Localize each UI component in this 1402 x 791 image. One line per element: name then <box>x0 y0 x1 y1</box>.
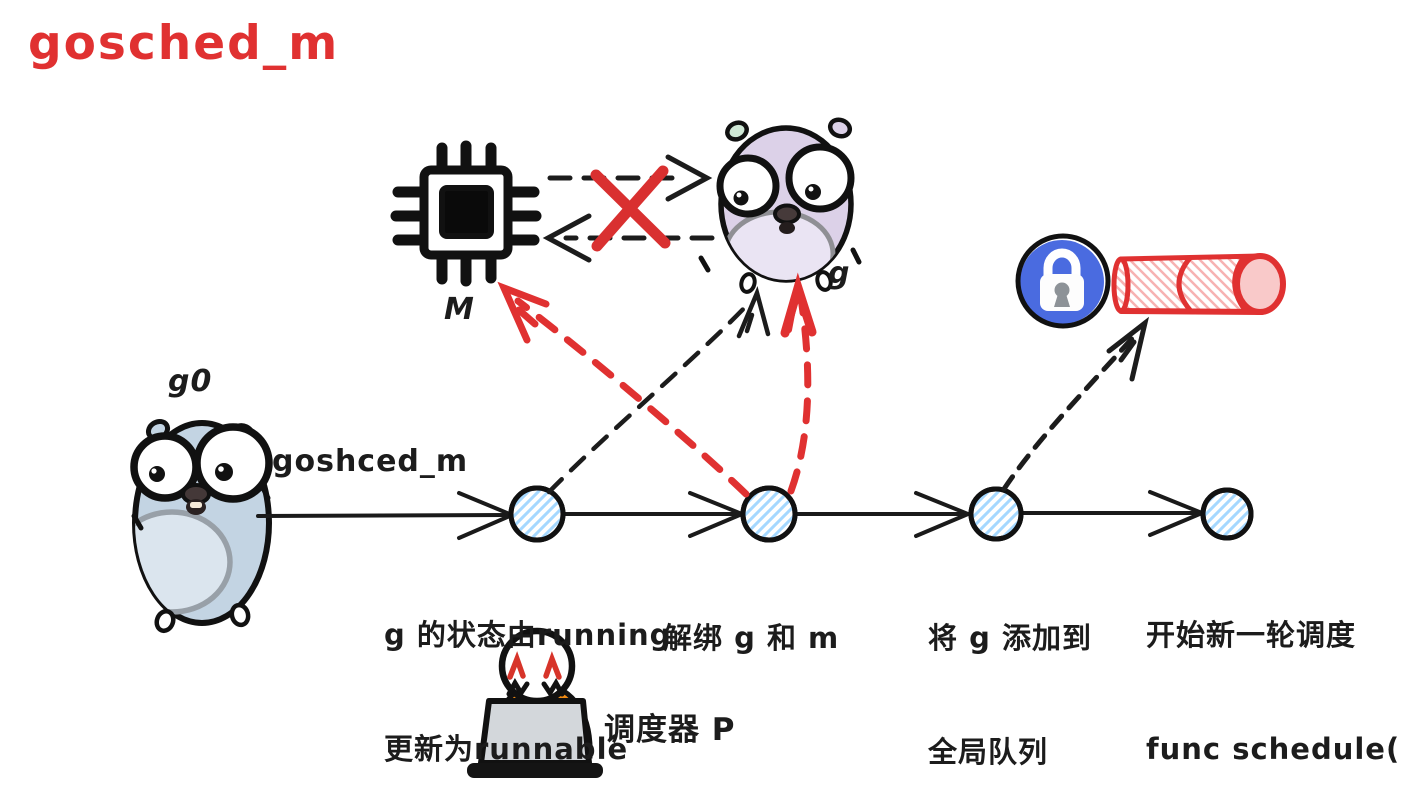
cpu-chip-icon <box>390 140 542 287</box>
flow-arrow-1 <box>256 491 518 540</box>
m-to-g-dashed-arrow <box>547 154 713 202</box>
connector-node1-to-g <box>546 286 771 495</box>
step-nodes <box>508 485 1254 543</box>
step-node-4 <box>1200 487 1254 541</box>
flow-arrow-2 <box>562 491 748 538</box>
flow-arrow-4 <box>1020 490 1208 537</box>
x-mark-icon <box>590 165 671 252</box>
step-caption-3: 将 g 添加到 全局队列 <box>928 543 1092 791</box>
laptop-base <box>467 763 603 778</box>
g0-label: g0 <box>168 364 213 399</box>
gopher-g0-icon <box>130 418 273 634</box>
machine-label: M <box>444 292 475 327</box>
step-caption-3-line2: 全局队列 <box>928 735 1049 769</box>
step-node-2 <box>740 485 798 543</box>
lock-icon <box>1015 233 1111 329</box>
scheduler-person-icon <box>467 627 603 778</box>
gopher-g-icon <box>698 117 862 294</box>
step-caption-4-line2: func schedule() <box>1146 732 1402 766</box>
step-caption-3-line1: 将 g 添加到 <box>928 621 1092 655</box>
step-node-1 <box>508 485 566 543</box>
flow-arrow-3 <box>794 491 974 538</box>
step-caption-1: g 的状态由running 更新为runnable <box>384 540 671 791</box>
anger-marks <box>507 651 562 680</box>
g-to-m-dashed-arrow <box>542 213 715 263</box>
page-title: gosched_m <box>28 16 340 71</box>
step-caption-2-line1: 解绑 g 和 m <box>663 621 840 655</box>
connector-node2-to-m <box>497 281 750 498</box>
step-caption-1-line1: g 的状态由running <box>384 618 672 652</box>
step-caption-1-line2: 更新为runnable <box>384 732 629 766</box>
scheduler-label: 调度器 P <box>604 712 736 748</box>
connector-node2-to-g <box>780 272 817 495</box>
flow-arrows <box>256 490 1208 540</box>
step-node-3 <box>968 486 1024 542</box>
queue-cylinder-icon <box>1111 253 1286 315</box>
step-caption-4-line1: 开始新一轮调度 <box>1146 618 1357 652</box>
call-label: goshced_m <box>272 444 469 479</box>
goroutine-label: g <box>828 256 851 291</box>
step-caption-4: 开始新一轮调度 func schedule() <box>1146 540 1402 791</box>
connector-node3-to-queue <box>1001 316 1150 492</box>
step-caption-2: 解绑 g 和 m <box>663 543 839 733</box>
